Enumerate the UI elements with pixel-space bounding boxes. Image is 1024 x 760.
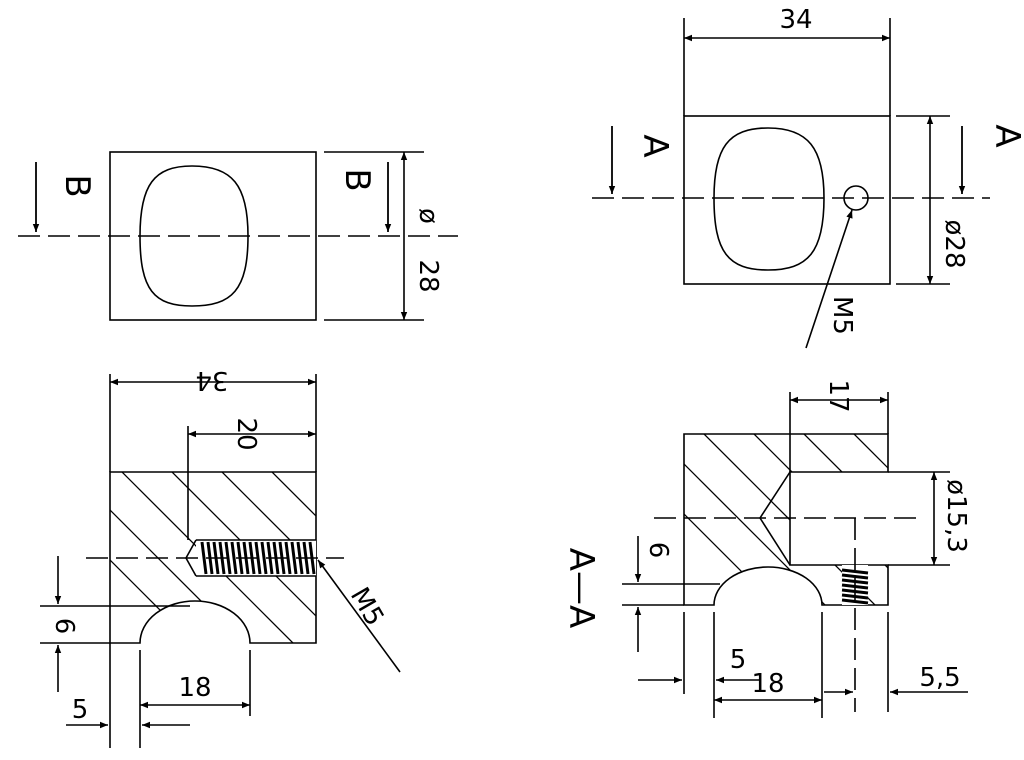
- left-thread-depth-label: 20: [231, 417, 261, 450]
- left-dia-symbol: ø: [413, 208, 443, 224]
- right-thread-label: M5: [827, 296, 857, 335]
- section-b-label-left: B: [57, 174, 97, 197]
- left-dia-value: 28: [413, 259, 443, 292]
- left-height-label: 6: [49, 618, 79, 635]
- right-dia-label: ø28: [939, 220, 969, 269]
- section-a-label-right: A: [987, 124, 1024, 147]
- left-top-view: [18, 151, 458, 321]
- right-offset-right-label: 5,5: [919, 663, 960, 693]
- left-width-label: 34: [195, 365, 228, 395]
- left-thread-label: M5: [344, 583, 389, 632]
- right-offset-left-label: 5: [730, 645, 747, 675]
- right-bore-depth-label: 17: [823, 379, 853, 412]
- section-b-label-right: B: [337, 168, 377, 191]
- left-groove-label: 18: [178, 673, 211, 703]
- left-section-outline: [109, 471, 317, 644]
- right-top-view: [592, 18, 990, 349]
- section-a-label-left: A: [635, 134, 675, 157]
- right-top-block: [683, 115, 891, 285]
- right-width-label: 34: [779, 5, 812, 35]
- right-section-view: [622, 392, 968, 718]
- right-top-oval: [713, 127, 825, 271]
- right-groove-label: 18: [751, 669, 784, 699]
- left-offset-label: 5: [72, 695, 89, 725]
- left-top-oval: [139, 165, 249, 307]
- right-bore-dia-label: ø15,3: [941, 479, 971, 553]
- right-height-label: 6: [643, 542, 673, 559]
- section-aa-label: A—A: [561, 548, 601, 629]
